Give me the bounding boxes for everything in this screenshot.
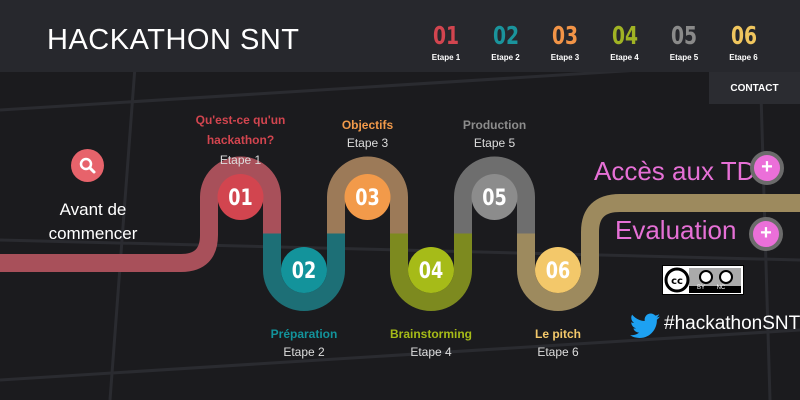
step-label: Etape 6 <box>537 345 579 359</box>
contact-button[interactable]: CONTACT <box>709 72 800 104</box>
step-label: Etape 2 <box>283 345 325 359</box>
step-node-1[interactable]: 01 <box>217 174 264 220</box>
plus-icon[interactable]: + <box>750 151 784 185</box>
step-node-5[interactable]: 05 <box>471 174 518 220</box>
step-node-6[interactable]: 06 <box>535 247 581 293</box>
step-number: 02 <box>492 21 519 50</box>
step-number: 01 <box>228 185 252 210</box>
evaluation-link[interactable]: Evaluation <box>615 215 737 245</box>
step-label: Etape 5 <box>669 53 699 62</box>
step-circle <box>535 247 581 293</box>
step-number: 03 <box>551 21 579 50</box>
track-segment-1 <box>0 156 281 272</box>
step-number: 04 <box>419 258 443 283</box>
step-caption-1[interactable]: Qu'est-ce qu'un hackathon? Etape 1 <box>171 110 311 170</box>
step-number: 05 <box>482 185 506 210</box>
license-text: BY NC <box>697 285 726 291</box>
step-circle <box>471 174 518 220</box>
search-icon[interactable] <box>71 149 104 182</box>
step-node-3[interactable]: 03 <box>344 174 391 220</box>
step-label: Etape 3 <box>550 53 580 62</box>
step-label: Etape 1 <box>431 53 461 62</box>
track-segment-2 <box>263 233 345 311</box>
site-title[interactable]: HACKATHON SNT <box>47 24 300 56</box>
step-title: Le pitch <box>534 327 581 341</box>
step-title: Brainstorming <box>389 327 472 341</box>
plus-icon[interactable]: + <box>749 217 783 251</box>
step-number: 06 <box>546 258 570 283</box>
hashtag[interactable]: #hackathonSNT <box>664 313 800 334</box>
step-number: 06 <box>730 21 757 50</box>
step-label: Etape 4 <box>610 53 639 62</box>
step-circle <box>217 174 264 220</box>
track-segment-4 <box>390 233 472 311</box>
td-access-link[interactable]: Accès aux TD <box>594 156 756 186</box>
step-circle <box>281 247 327 293</box>
track-segment-3 <box>327 156 408 234</box>
step-label: Etape 1 <box>219 153 262 167</box>
track-segment-5 <box>454 156 535 234</box>
step-label: Etape 5 <box>473 136 516 150</box>
step-circle <box>344 174 391 220</box>
step-label: Etape 3 <box>346 136 389 150</box>
track-segment-6 <box>517 194 800 311</box>
step-circle <box>408 247 454 293</box>
step-label: Etape 4 <box>410 345 452 359</box>
step-number: 03 <box>355 185 379 210</box>
step-number: 01 <box>432 21 460 50</box>
svg-text:cc: cc <box>671 276 683 287</box>
step-node-2[interactable]: 02 <box>281 247 327 293</box>
step-title: Qu'est-ce qu'un hackathon? <box>195 113 286 147</box>
step-label: Etape 6 <box>729 53 758 62</box>
step-title: Objectifs <box>341 118 394 132</box>
step-title: Production <box>462 118 527 132</box>
step-number: 04 <box>611 21 638 50</box>
step-node-4[interactable]: 04 <box>408 247 454 293</box>
cc-license-badge[interactable]: cc BY NC <box>662 265 744 295</box>
twitter-icon[interactable] <box>630 313 660 344</box>
intro-link[interactable]: Avant de commencer <box>48 200 138 243</box>
step-number: 05 <box>670 21 698 50</box>
step-number: 02 <box>292 258 316 283</box>
step-label: Etape 2 <box>491 53 520 62</box>
step-title: Préparation <box>270 327 338 341</box>
